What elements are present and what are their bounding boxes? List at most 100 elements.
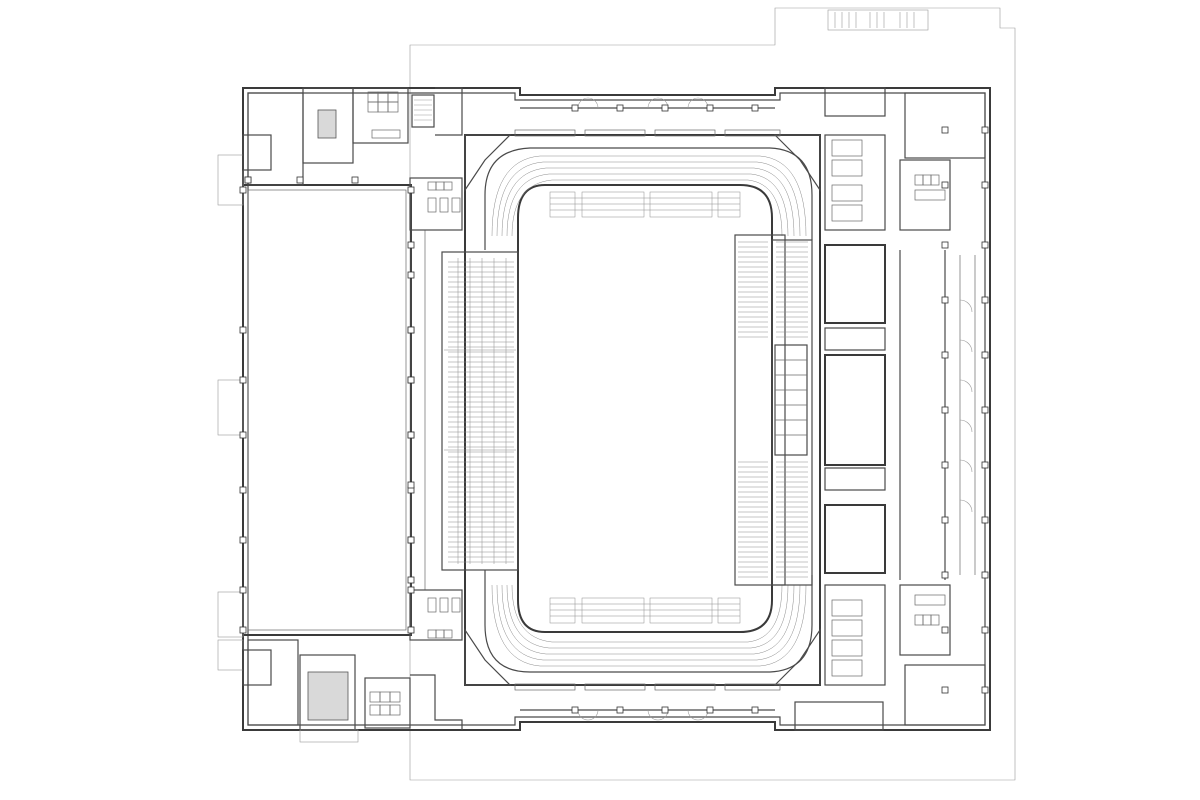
sw-stair-block — [364, 677, 411, 729]
column — [751, 706, 759, 714]
south-seating-rows — [491, 584, 807, 667]
column — [239, 626, 247, 634]
north-stand-outer — [484, 147, 813, 250]
column — [407, 536, 415, 544]
east-room-2 — [824, 354, 886, 466]
site-boundary — [409, 7, 1016, 781]
column — [981, 406, 989, 414]
column — [941, 626, 949, 634]
se-corner-room — [904, 664, 986, 726]
east-room-1 — [824, 244, 886, 324]
nw-stair — [411, 94, 435, 128]
east-vip-boxes — [774, 344, 808, 456]
nw-room-3 — [352, 87, 409, 144]
nw-toilet-stalls — [367, 91, 401, 139]
column — [407, 376, 415, 384]
se-toilet-stalls — [831, 599, 863, 677]
column — [981, 181, 989, 189]
east-vip-box-dividers — [775, 359, 807, 436]
east-room-3 — [824, 504, 886, 574]
bowl-corner-nw — [464, 134, 512, 192]
column — [239, 326, 247, 334]
column — [941, 126, 949, 134]
se-service-stalls — [914, 594, 946, 626]
sw-lower-court — [299, 729, 359, 743]
se-lift-lobby — [794, 701, 884, 731]
roof-stair-treads — [834, 12, 915, 28]
north-block-rows — [550, 197, 740, 211]
building-outline — [242, 87, 991, 731]
column — [981, 686, 989, 694]
column — [407, 431, 415, 439]
nw-lobby-wall — [435, 87, 463, 136]
column — [941, 686, 949, 694]
column — [941, 516, 949, 524]
column — [296, 176, 304, 184]
column — [981, 351, 989, 359]
column — [239, 536, 247, 544]
column — [407, 326, 415, 334]
column — [239, 486, 247, 494]
column — [351, 176, 359, 184]
ne-toilet-block — [824, 134, 886, 231]
sw-room-1 — [247, 639, 299, 726]
north-seat-blocks — [549, 191, 741, 218]
roof-stair-block — [827, 9, 929, 31]
column — [981, 296, 989, 304]
nw-utility — [409, 177, 463, 231]
west-stand-aisles — [444, 258, 516, 564]
west-hall-inner — [247, 189, 407, 631]
west-hall-bays — [217, 154, 244, 671]
east-stair-2 — [824, 467, 886, 491]
ne-corner-room — [904, 92, 986, 159]
nw-room-1 — [247, 92, 304, 186]
sw-exit-stair — [242, 649, 272, 686]
sw-utility — [409, 589, 463, 641]
west-stand-rows — [448, 261, 514, 563]
column — [571, 104, 579, 112]
column — [941, 571, 949, 579]
column — [981, 516, 989, 524]
column — [661, 706, 669, 714]
east-stand-rows — [738, 241, 808, 578]
ne-service-stalls — [914, 174, 946, 201]
column — [239, 431, 247, 439]
south-door-swings — [577, 709, 709, 721]
column — [981, 241, 989, 249]
column — [407, 586, 415, 594]
se-toilet-block — [824, 584, 886, 686]
column — [571, 706, 579, 714]
south-seat-blocks — [549, 597, 741, 624]
column — [941, 406, 949, 414]
se-service-block — [899, 584, 951, 656]
column — [661, 104, 669, 112]
column — [941, 351, 949, 359]
west-hall — [242, 184, 412, 636]
north-seating-rows — [491, 155, 807, 237]
east-stair-1 — [824, 327, 886, 351]
sw-stair-treads — [369, 691, 401, 716]
south-block-rows — [550, 603, 740, 617]
nw-stair-treads — [414, 99, 432, 121]
nw-exit-stair — [242, 134, 272, 171]
column — [981, 126, 989, 134]
column — [706, 104, 714, 112]
column — [941, 181, 949, 189]
east-grandstand — [734, 234, 786, 586]
ne-service-block — [899, 159, 951, 231]
column — [239, 186, 247, 194]
sw-court-hatch — [307, 671, 349, 721]
column — [407, 186, 415, 194]
column — [941, 461, 949, 469]
column — [407, 576, 415, 584]
south-stand-outer — [484, 570, 813, 673]
column — [407, 241, 415, 249]
arena-floor — [517, 184, 773, 633]
column — [239, 376, 247, 384]
column — [616, 706, 624, 714]
column — [941, 241, 949, 249]
column — [941, 296, 949, 304]
column — [751, 104, 759, 112]
